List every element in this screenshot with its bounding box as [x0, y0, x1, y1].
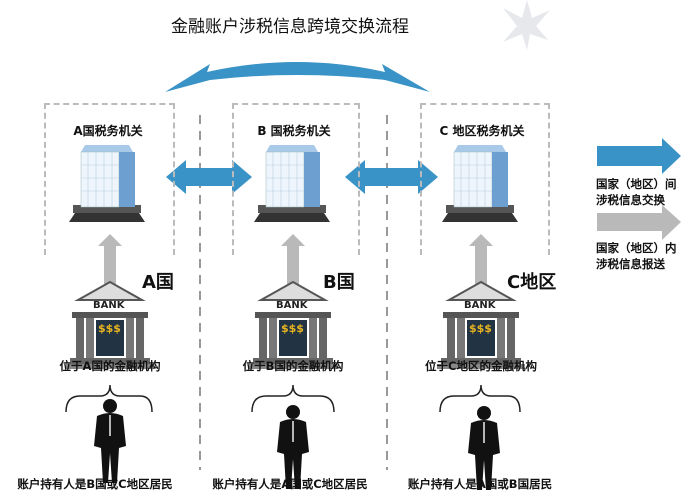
institution-label: 位于A国的金融机构	[59, 359, 161, 373]
legend-report: 国家（地区）内 涉税信息报送	[596, 240, 677, 272]
legend-exchange-arrow	[597, 138, 681, 174]
report-arrow	[98, 234, 122, 284]
legend-report-line1: 国家（地区）内	[596, 241, 677, 255]
region-box-a	[44, 103, 175, 255]
report-arrow	[469, 234, 493, 284]
region-box-b	[232, 103, 360, 255]
bank-money: $$$	[281, 322, 304, 335]
legend-exchange: 国家（地区）间 涉税信息交换	[596, 176, 677, 208]
country-label: B国	[323, 272, 355, 293]
account-holder-label: 账户持有人是B国或C地区居民	[17, 477, 173, 491]
star-decoration-icon	[503, 0, 550, 50]
legend-exchange-line1: 国家（地区）间	[596, 177, 677, 191]
institution-label: 位于B国的金融机构	[242, 359, 344, 373]
brace	[251, 384, 335, 413]
report-arrows	[98, 234, 493, 284]
bank-money: $$$	[469, 322, 492, 335]
tax-office-label: C 地区税务机关	[439, 124, 525, 138]
legend-report-line2: 涉税信息报送	[596, 257, 665, 271]
legend-exchange-line2: 涉税信息交换	[596, 193, 665, 207]
tax-office-label: B 国税务机关	[257, 124, 331, 138]
diagram-title: 金融账户涉税信息跨境交换流程	[171, 17, 409, 37]
exchange-arrow-b-c	[345, 160, 438, 194]
bank-money: $$$	[98, 322, 121, 335]
account-holder-label: 账户持有人是A国或C地区居民	[212, 477, 368, 491]
exchange-arrow-a-b	[166, 160, 252, 194]
brace	[65, 384, 153, 413]
braces	[65, 384, 521, 413]
legend-report-arrow	[597, 205, 681, 240]
region-box-c	[420, 103, 550, 255]
brace	[439, 384, 521, 413]
bank-sign: BANK	[93, 300, 125, 311]
institution-label: 位于C地区的金融机构	[425, 359, 537, 373]
exchange-arc-arrow	[165, 62, 430, 92]
bank-sign: BANK	[464, 300, 496, 311]
report-arrow	[281, 234, 305, 284]
account-holder-icon	[93, 398, 127, 484]
country-label: C地区	[507, 272, 557, 293]
tax-office-label: A国税务机关	[73, 124, 143, 138]
country-label: A国	[142, 272, 174, 293]
bank-sign: BANK	[276, 300, 308, 311]
account-holder-label: 账户持有人是A国或B国居民	[407, 477, 553, 491]
